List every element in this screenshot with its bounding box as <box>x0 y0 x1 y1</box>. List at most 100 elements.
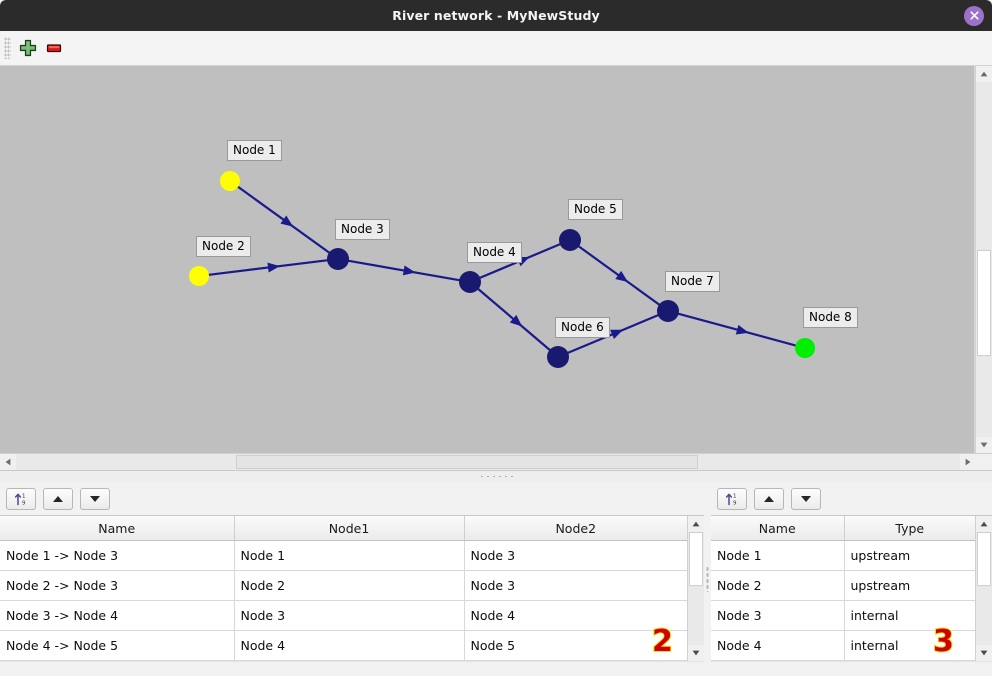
triangle-up-icon[interactable] <box>754 487 784 510</box>
close-icon[interactable] <box>964 5 984 26</box>
reaches-vscroll-thumb[interactable] <box>689 532 703 586</box>
nodes-vscroll-track[interactable] <box>976 532 992 645</box>
graph-node[interactable] <box>220 171 240 191</box>
table-cell[interactable]: Node 1 <box>711 540 845 571</box>
nodes-vertical-scrollbar[interactable] <box>975 516 992 661</box>
table-cell[interactable]: Node 2 <box>234 570 465 601</box>
table-row[interactable] <box>0 660 687 661</box>
table-cell[interactable]: Node 3 <box>234 600 465 631</box>
graph-node[interactable] <box>795 338 815 358</box>
graph-node[interactable] <box>547 346 569 368</box>
graph-node[interactable] <box>459 271 481 293</box>
horizontal-splitter[interactable] <box>0 470 992 482</box>
table-cell[interactable]: upstream <box>844 570 975 601</box>
table-cell[interactable] <box>0 660 235 661</box>
table-cell[interactable]: Node 3 -> Node 4 <box>0 600 235 631</box>
table-cell[interactable]: Node 2 -> Node 3 <box>0 570 235 601</box>
graph-node[interactable] <box>657 300 679 322</box>
graph-node-label[interactable]: Node 8 <box>803 307 858 328</box>
delete-rectangle-icon[interactable] <box>41 35 67 61</box>
graph-node[interactable] <box>559 229 581 251</box>
table-column-header[interactable]: Type <box>844 516 975 541</box>
network-graph <box>189 171 815 368</box>
canvas-vertical-scrollbar[interactable] <box>975 66 992 453</box>
table-cell[interactable]: Node 2 <box>711 570 845 601</box>
table-cell[interactable]: Node 3 <box>464 570 687 601</box>
scroll-down-icon[interactable] <box>976 437 992 453</box>
network-canvas[interactable]: Node 1 Node 2 Node 3 Node 4 Node 5 Node 6 Node… <box>0 66 975 453</box>
sort-arrow-icon[interactable]: 1 9 <box>6 487 36 510</box>
table-cell[interactable] <box>711 660 845 661</box>
canvas-hscroll-thumb[interactable] <box>236 455 698 469</box>
svg-text:1: 1 <box>733 494 737 500</box>
table-cell[interactable] <box>464 660 687 661</box>
nodes-vscroll-thumb[interactable] <box>977 532 991 586</box>
table-cell[interactable] <box>844 660 975 661</box>
table-cell[interactable]: Node 5 <box>464 630 687 661</box>
graph-node[interactable] <box>327 248 349 270</box>
graph-node-label[interactable]: Node 1 <box>227 140 282 161</box>
triangle-up-icon[interactable] <box>43 487 73 510</box>
vertical-splitter[interactable] <box>704 482 711 676</box>
canvas-vscroll-track[interactable] <box>976 82 992 437</box>
graph-node[interactable] <box>189 266 209 286</box>
table-column-header[interactable]: Name <box>711 516 845 541</box>
table-column-header[interactable]: Node1 <box>234 516 465 541</box>
table-cell[interactable]: upstream <box>844 540 975 571</box>
add-plus-icon[interactable] <box>15 35 41 61</box>
scroll-right-icon[interactable] <box>960 454 976 470</box>
table-cell[interactable]: Node 4 <box>464 600 687 631</box>
diagram-panel: Node 1 Node 2 Node 3 Node 4 Node 5 Node 6 Node… <box>0 66 992 470</box>
scroll-up-icon[interactable] <box>976 66 992 82</box>
reaches-vscroll-track[interactable] <box>688 532 704 645</box>
table-column-header[interactable]: Name <box>0 516 235 541</box>
table-cell[interactable]: Node 3 <box>464 540 687 571</box>
table-cell[interactable]: Node 1 -> Node 3 <box>0 540 235 571</box>
scroll-down-icon[interactable] <box>976 645 992 661</box>
table-cell[interactable]: internal <box>844 630 975 661</box>
graph-node-label[interactable]: Node 3 <box>335 219 390 240</box>
toolbar-grip[interactable] <box>4 37 11 59</box>
table-cell[interactable]: Node 4 <box>711 630 845 661</box>
sort-arrow-icon[interactable]: 1 9 <box>717 487 747 510</box>
canvas-horizontal-scrollbar[interactable] <box>0 453 992 470</box>
table-cell[interactable]: Node 1 <box>234 540 465 571</box>
table-cell[interactable]: Node 4 -> Node 5 <box>0 630 235 661</box>
graph-node-label[interactable]: Node 7 <box>665 271 720 292</box>
canvas-hscroll-track[interactable] <box>16 454 960 470</box>
reaches-annotation-number: 2 <box>651 623 674 660</box>
table-cell[interactable]: Node 4 <box>234 630 465 661</box>
table-cell[interactable]: internal <box>844 600 975 631</box>
canvas-vscroll-thumb[interactable] <box>977 250 991 356</box>
scroll-up-icon[interactable] <box>688 516 704 532</box>
triangle-down-icon[interactable] <box>80 487 110 510</box>
table-row[interactable] <box>711 660 975 661</box>
graph-node-label[interactable]: Node 6 <box>555 317 610 338</box>
reaches-vertical-scrollbar[interactable] <box>687 516 704 661</box>
graph-node-label[interactable]: Node 5 <box>568 199 623 220</box>
triangle-down-icon[interactable] <box>791 487 821 510</box>
table-cell[interactable]: Node 3 <box>711 600 845 631</box>
scroll-up-icon[interactable] <box>976 516 992 532</box>
table-column-header[interactable]: Node2 <box>464 516 687 541</box>
graph-node-label[interactable]: Node 4 <box>467 242 522 263</box>
graph-node-label[interactable]: Node 2 <box>196 236 251 257</box>
nodes-annotation-number: 3 <box>932 623 955 660</box>
table-cell[interactable] <box>234 660 465 661</box>
scroll-down-icon[interactable] <box>688 645 704 661</box>
scroll-left-icon[interactable] <box>0 454 16 470</box>
